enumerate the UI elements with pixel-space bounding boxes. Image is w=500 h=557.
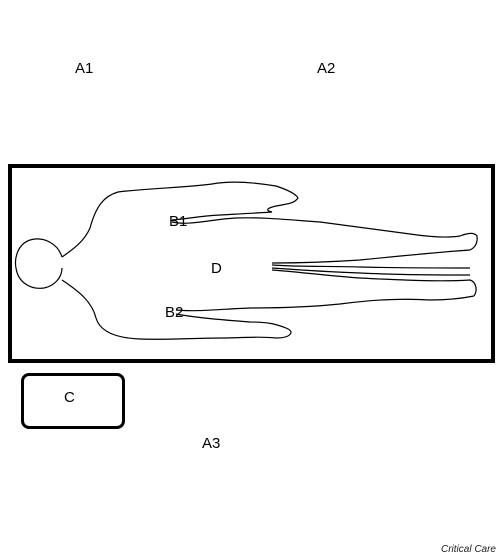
zone-label-a2: A2	[317, 60, 336, 77]
patient-leg-gap	[271, 264, 471, 276]
source-credit: Critical Care	[440, 544, 496, 555]
zone-label-c: C	[64, 389, 75, 406]
patient-upper-torso	[61, 181, 299, 258]
cart-box-c	[21, 373, 125, 429]
patient-lower-torso	[61, 279, 292, 340]
patient-leg-left	[271, 269, 477, 297]
zone-label-d: D	[211, 260, 222, 277]
patient-leg-right	[271, 249, 471, 264]
patient-arm-right	[171, 217, 478, 251]
patient-head	[14, 238, 63, 289]
patient-arm-left	[175, 295, 475, 312]
bed-frame	[8, 164, 495, 363]
zone-label-a1: A1	[75, 60, 94, 77]
zone-label-a3: A3	[202, 435, 221, 452]
zone-label-b2: B2	[165, 304, 184, 321]
zone-label-b1: B1	[169, 213, 188, 230]
